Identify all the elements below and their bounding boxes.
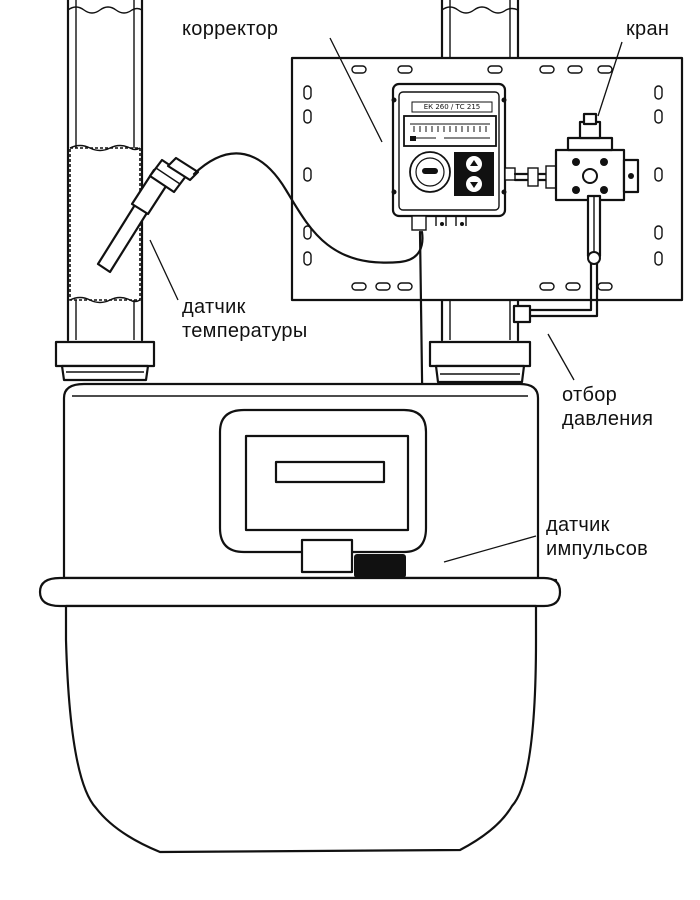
- label-pulse-sensor-line2: импульсов: [546, 538, 649, 560]
- label-pressure-tap-line2: давления: [562, 408, 654, 430]
- label-temperature-sensor-line2: температуры: [182, 320, 308, 342]
- label-temperature-sensor: датчик температуры: [182, 296, 308, 342]
- label-pressure-tap: отбор давления: [562, 384, 653, 430]
- label-pulse-sensor: датчик импульсов: [546, 514, 648, 560]
- label-valve: кран: [626, 18, 670, 40]
- label-pulse-sensor-line1: датчик: [546, 514, 610, 536]
- label-temperature-sensor-line1: датчик: [182, 296, 246, 318]
- label-corrector: корректор: [182, 18, 279, 40]
- valve-assembly: [512, 112, 640, 324]
- corrector-device: [391, 82, 516, 231]
- gas-meter-body: [38, 382, 562, 854]
- label-pressure-tap-line1: отбор: [562, 384, 618, 406]
- device-model-text: ЕК 260 / ТС 215: [423, 103, 481, 111]
- left-pipe: [54, 0, 156, 382]
- temperature-sensor: [96, 152, 424, 274]
- label-pointers: [149, 37, 623, 563]
